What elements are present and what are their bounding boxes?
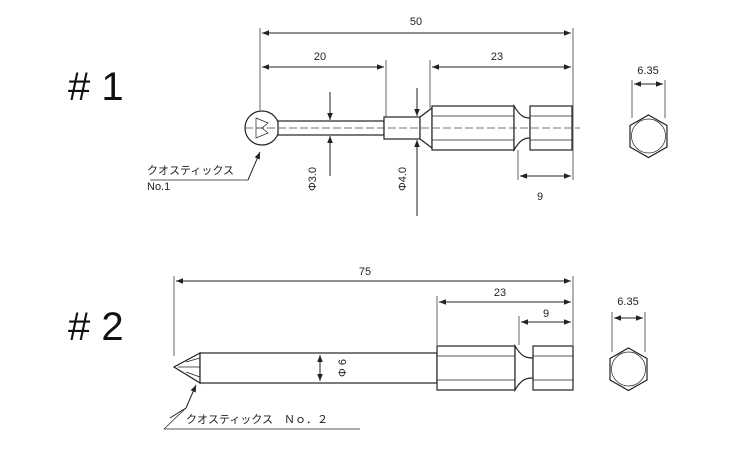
bit-2-label: # 2 [68, 305, 124, 349]
note-leader [247, 151, 261, 181]
hex-end-circle [631, 118, 666, 154]
tip-cone [172, 351, 201, 385]
dim-hex-label: 23 [494, 287, 506, 299]
note-leader [169, 385, 196, 419]
dim-hex-label: 23 [491, 51, 503, 63]
hex-groove [514, 343, 534, 393]
dim-dia-small-label: Φ3.0 [307, 167, 319, 191]
dim-flats-label: 6.35 [637, 65, 658, 77]
hex-body [436, 345, 516, 391]
dim-groove-label: 9 [543, 308, 549, 320]
note-text: クオスティックス Ｎｏ．２ [186, 413, 328, 426]
dim-total-label: 50 [410, 16, 422, 28]
bit-1-group: # 1 50 20 23 9 [68, 16, 668, 216]
hex-end [532, 345, 574, 391]
dim-total-label: 75 [359, 266, 371, 278]
dim-dia-label: Φ 6 [337, 359, 349, 377]
hex-end-view [609, 347, 648, 392]
shaft [199, 352, 438, 384]
note-line1: クオスティックス [147, 164, 234, 177]
hex-end-view [629, 114, 668, 159]
dim-groove-label: 9 [537, 191, 543, 203]
bit-1-label: # 1 [68, 65, 124, 109]
hex-end-circle [611, 351, 646, 387]
tip-flute [185, 357, 201, 363]
note-leader-line [163, 407, 187, 430]
bit-2-group: # 2 75 23 9 Φ 6 [68, 266, 648, 430]
dim-dia-large-label: Φ4.0 [397, 167, 409, 191]
note-line2: No.1 [147, 181, 170, 193]
tip-flute [185, 371, 201, 378]
tip-cross [255, 117, 269, 139]
dim-shaft-label: 20 [314, 51, 326, 63]
dim-flats-label: 6.35 [617, 296, 638, 308]
